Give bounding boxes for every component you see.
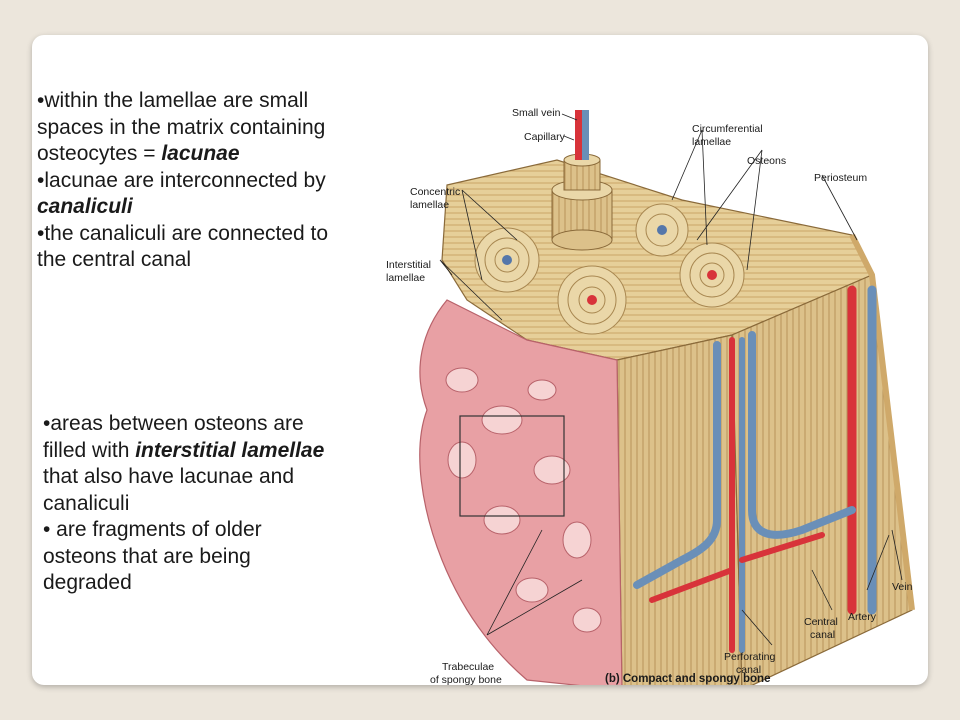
osteon-cylinder	[551, 110, 613, 251]
bullet-fragments: • are fragments of older osteons that ar…	[43, 518, 262, 594]
label-interstitial-1: Interstitial	[386, 259, 431, 271]
bullet-lacunae: •within the lamellae are small spaces in…	[37, 88, 362, 168]
label-perforating-1: Perforating	[724, 651, 776, 663]
term-canaliculi: canaliculi	[37, 195, 133, 218]
periosteum-layer	[849, 233, 915, 611]
label-vein: Vein	[892, 581, 913, 593]
label-perforating-2: canal	[736, 664, 761, 676]
label-central-1: Central	[804, 616, 838, 628]
label-artery: Artery	[848, 611, 877, 623]
bullet-canaliculi: •lacunae are interconnected by canalicul…	[37, 168, 362, 221]
label-small-vein: Small vein	[512, 107, 561, 119]
bullet-text: that also have lacunae and canaliculi	[43, 465, 295, 515]
bullet-text: •areas between osteons are filled with	[43, 412, 304, 462]
text-block-lacunae: •within the lamellae are small spaces in…	[37, 88, 362, 274]
leader-lines	[439, 113, 903, 646]
bone-front-face	[616, 334, 743, 685]
osteon-1	[474, 227, 540, 293]
bullet-text: •lacunae are interconnected by	[37, 168, 326, 192]
label-central-2: canal	[810, 629, 835, 641]
bullet-interstitial: •areas between osteons are filled with i…	[43, 411, 333, 517]
bullet-central-canal: •the canaliculi are connected to the cen…	[37, 221, 329, 272]
osteon-4	[635, 203, 689, 257]
label-concentric-2: lamellae	[410, 199, 449, 211]
label-interstitial-2: lamellae	[386, 272, 425, 284]
osteon-3	[679, 242, 745, 308]
artery-and-vein	[633, 285, 877, 653]
spongy-bone	[419, 299, 623, 685]
label-circumferential-1: Circumferential	[692, 123, 763, 135]
label-circumferential-2: lamellae	[692, 136, 731, 148]
slide: •within the lamellae are small spaces in…	[32, 35, 928, 685]
label-trabeculae-1: Trabeculae	[442, 661, 494, 673]
label-capillary: Capillary	[524, 131, 566, 143]
label-periosteum: Periosteum	[814, 172, 867, 184]
bone-diagram: Small vein Capillary Circumferential lam…	[386, 107, 915, 685]
term-lacunae: lacunae	[161, 142, 240, 165]
osteon-2	[557, 265, 627, 335]
bullet-text: •within the lamellae are small spaces in…	[37, 89, 326, 165]
figure-caption: (b) Compact and spongy bone	[605, 673, 770, 685]
spongy-holes	[445, 367, 602, 633]
term-interstitial-lamellae: interstitial lamellae	[135, 438, 325, 462]
inset-box	[459, 415, 565, 517]
label-trabeculae-2: of spongy bone	[430, 674, 502, 685]
label-concentric-1: Concentric	[410, 186, 460, 198]
label-osteons: Osteons	[747, 155, 786, 167]
text-block-interstitial: •areas between osteons are filled with i…	[43, 411, 333, 597]
